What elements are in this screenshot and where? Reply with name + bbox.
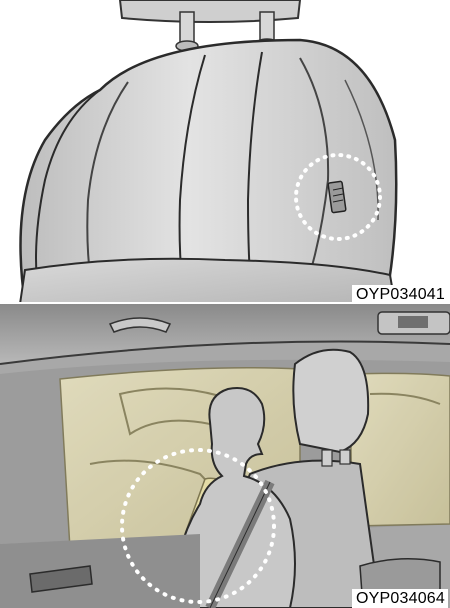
figure-code-label: OYP034064 [352,589,448,608]
headrest [293,350,368,452]
figure-seat-airbag-label: OYP034041 [0,0,450,304]
figure-side-airbag-deployed: OYP034064 [0,304,450,608]
seat-illustration [0,0,450,304]
airbag-illustration [0,304,450,608]
